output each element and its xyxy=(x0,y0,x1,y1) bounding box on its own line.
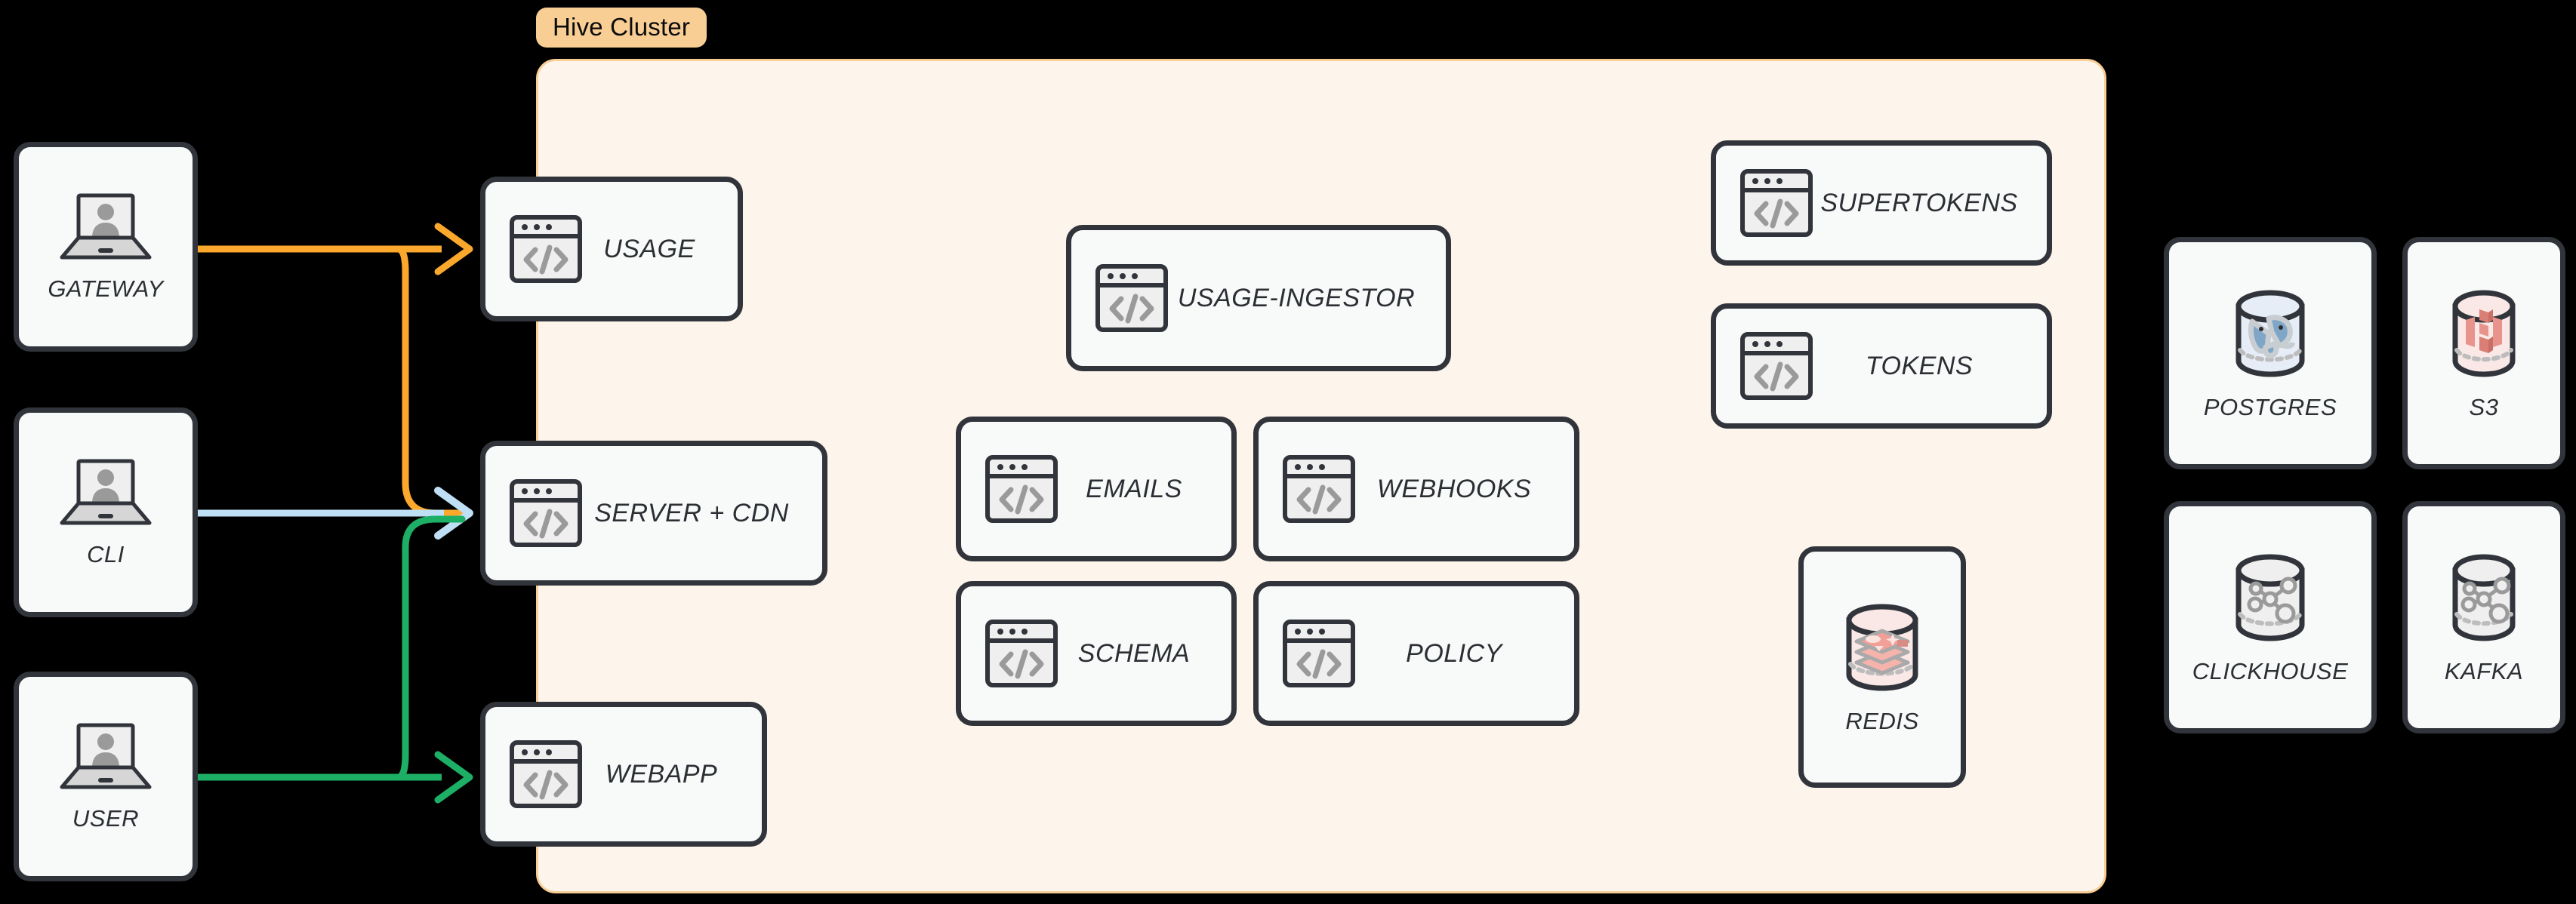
wire-gateway-usage-arrowhead xyxy=(434,223,473,275)
node-label-server-cdn: SERVER + CDN xyxy=(594,498,789,527)
node-label-emails: EMAILS xyxy=(1086,474,1182,503)
node-cli[interactable]: CLI xyxy=(14,407,198,617)
code-window-icon xyxy=(508,739,584,810)
node-server-cdn[interactable]: SERVER + CDN xyxy=(480,441,827,586)
node-label-cli: CLI xyxy=(87,541,125,567)
node-usage-ingestor[interactable]: USAGE-INGESTOR xyxy=(1066,225,1451,371)
node-label-policy: POLICY xyxy=(1406,638,1502,668)
node-label-gateway: GATEWAY xyxy=(48,275,164,302)
node-label-webapp: WEBAPP xyxy=(605,759,718,789)
node-webapp[interactable]: WEBAPP xyxy=(480,702,767,847)
code-window-icon xyxy=(1281,618,1357,689)
generic-database-icon xyxy=(2436,549,2532,646)
node-postgres[interactable]: POSTGRES xyxy=(2164,237,2377,469)
node-kafka[interactable]: KAFKA xyxy=(2402,501,2565,733)
node-label-postgres: POSTGRES xyxy=(2203,394,2337,420)
laptop-user-icon xyxy=(56,457,156,529)
hive-cluster-badge: Hive Cluster xyxy=(536,8,707,48)
node-redis[interactable]: REDIS xyxy=(1798,546,1966,788)
laptop-user-icon xyxy=(56,721,156,793)
wire-user-webapp-arrowhead xyxy=(434,751,473,804)
node-label-supertokens: SUPERTOKENS xyxy=(1820,188,2018,217)
node-emails[interactable]: EMAILS xyxy=(956,417,1237,561)
redis-database-icon xyxy=(1834,599,1930,696)
node-label-s3: S3 xyxy=(2469,394,2499,420)
node-usage[interactable]: USAGE xyxy=(480,177,743,321)
node-label-tokens: TOKENS xyxy=(1865,351,1974,380)
node-supertokens[interactable]: SUPERTOKENS xyxy=(1711,140,2052,266)
code-window-icon xyxy=(508,478,584,549)
code-window-icon xyxy=(984,454,1059,524)
code-window-icon xyxy=(1281,454,1357,524)
code-window-icon xyxy=(984,618,1059,689)
code-window-icon xyxy=(1739,331,1814,401)
code-window-icon xyxy=(508,214,584,284)
node-tokens[interactable]: TOKENS xyxy=(1711,303,2052,429)
node-gateway[interactable]: GATEWAY xyxy=(14,142,198,352)
node-label-user: USER xyxy=(72,805,140,832)
node-schema[interactable]: SCHEMA xyxy=(956,581,1237,726)
generic-database-icon xyxy=(2222,549,2319,646)
wire-gateway-server-cdn xyxy=(394,245,466,517)
node-label-webhooks: WEBHOOKS xyxy=(1376,474,1532,503)
postgres-database-icon xyxy=(2222,285,2319,382)
wire-user-server-cdn xyxy=(394,515,466,781)
node-label-usage-ingestor: USAGE-INGESTOR xyxy=(1177,283,1416,312)
node-user[interactable]: USER xyxy=(14,672,198,881)
laptop-user-icon xyxy=(56,191,156,263)
code-window-icon xyxy=(1739,168,1814,238)
node-label-clickhouse: CLICKHOUSE xyxy=(2192,658,2349,684)
wire-cli-server-cdn-arrowhead xyxy=(434,487,473,540)
node-label-kafka: KAFKA xyxy=(2444,658,2524,684)
node-policy[interactable]: POLICY xyxy=(1253,581,1579,726)
code-window-icon xyxy=(1094,263,1169,334)
node-label-redis: REDIS xyxy=(1845,708,1919,734)
node-s3[interactable]: S3 xyxy=(2402,237,2565,469)
s3-database-icon xyxy=(2436,285,2532,382)
node-clickhouse[interactable]: CLICKHOUSE xyxy=(2164,501,2377,733)
node-label-usage: USAGE xyxy=(603,234,695,263)
node-label-schema: SCHEMA xyxy=(1077,638,1191,668)
node-webhooks[interactable]: WEBHOOKS xyxy=(1253,417,1579,561)
